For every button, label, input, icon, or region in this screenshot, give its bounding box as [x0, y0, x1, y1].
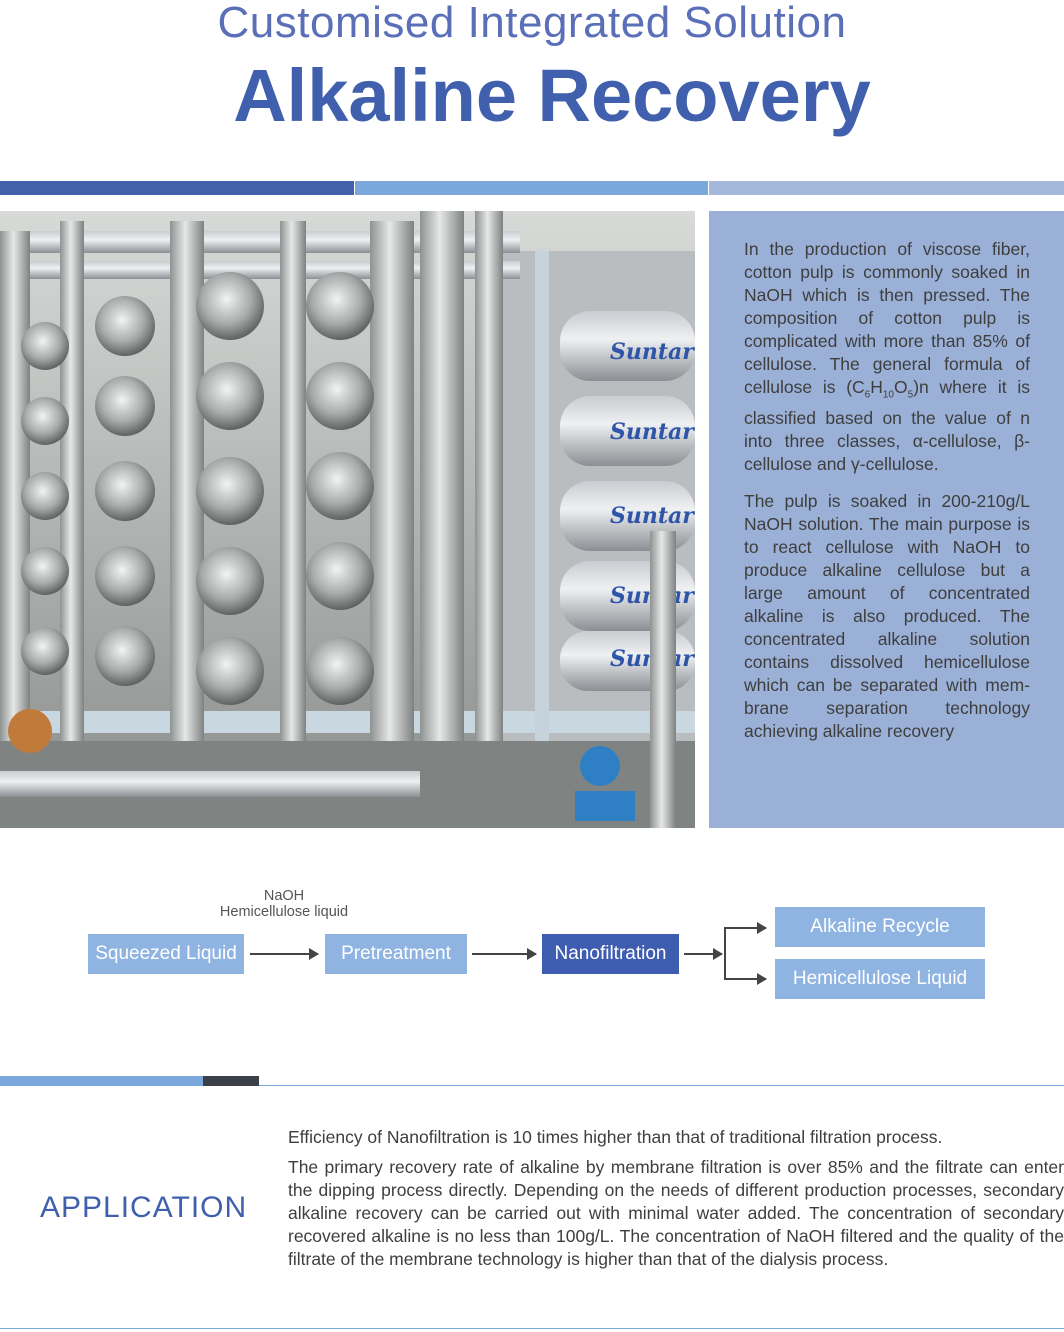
divider-bar-light	[709, 181, 1064, 195]
flow-output-alkaline-recycle: Alkaline Recycle	[775, 907, 985, 947]
formula-o: O	[894, 377, 908, 397]
application-paragraph-1: Efficiency of Nanofiltration is 10 times…	[288, 1127, 943, 1147]
page-subtitle: Customised Integrated Solution	[217, 0, 847, 47]
flow-step-nanofiltration: Nanofiltration	[542, 934, 679, 974]
svg-text:Suntar: Suntar	[610, 503, 695, 529]
description-paragraph-2: The pulp is soaked in 200-210g/L NaOH so…	[744, 491, 1030, 741]
description-p1-text-a: In the production of viscose fiber, cott…	[744, 239, 1030, 397]
formula-h: H	[870, 377, 883, 397]
flow-arrow-branch-top	[724, 922, 767, 934]
subscript-5: 5	[907, 389, 914, 401]
application-heading: APPLICATION	[40, 1191, 248, 1224]
flow-step-squeezed-liquid: Squeezed Liquid	[88, 934, 244, 974]
application-divider-dark	[203, 1076, 259, 1086]
flow-arrow-1	[250, 948, 319, 960]
footer-divider-line	[0, 1328, 1064, 1329]
flow-output-hemicellulose-liquid: Hemicellulose Liquid	[775, 959, 985, 999]
divider-bar-mid	[355, 181, 708, 195]
svg-text:Suntar: Suntar	[610, 419, 695, 445]
application-divider-blue	[0, 1076, 203, 1086]
subscript-6: 6	[864, 389, 871, 401]
flow-arrow-2	[472, 948, 537, 960]
flow-step-pretreatment: Pretreatment	[325, 934, 467, 974]
flow-branch-connector	[724, 927, 726, 979]
page-title: Alkaline Recovery	[233, 54, 871, 137]
svg-text:Suntar: Suntar	[610, 339, 695, 365]
flow-arrow-branch-bottom	[724, 973, 767, 985]
subscript-10: 10	[882, 389, 894, 401]
application-paragraph-2: The primary recovery rate of alkaline by…	[288, 1157, 1064, 1269]
flow-arrow-3	[684, 948, 723, 960]
description-paragraph-1: In the production of viscose fiber, cott…	[744, 238, 1030, 476]
flow-label-naoh: NaOH	[263, 888, 305, 904]
equipment-photo: Suntar Suntar Suntar Suntar Suntar	[0, 211, 695, 828]
membrane-system-illustration: Suntar Suntar Suntar Suntar Suntar	[0, 211, 695, 828]
divider-bar-dark	[0, 181, 354, 195]
flow-label-hemicellulose: Hemicellulose liquid	[219, 904, 349, 920]
description-panel	[709, 211, 1064, 828]
flow-input-label: NaOH Hemicellulose liquid	[180, 888, 388, 920]
description-p1-text-b: )n where it is classified based on the v…	[744, 377, 1030, 474]
application-divider-line	[259, 1085, 1064, 1086]
